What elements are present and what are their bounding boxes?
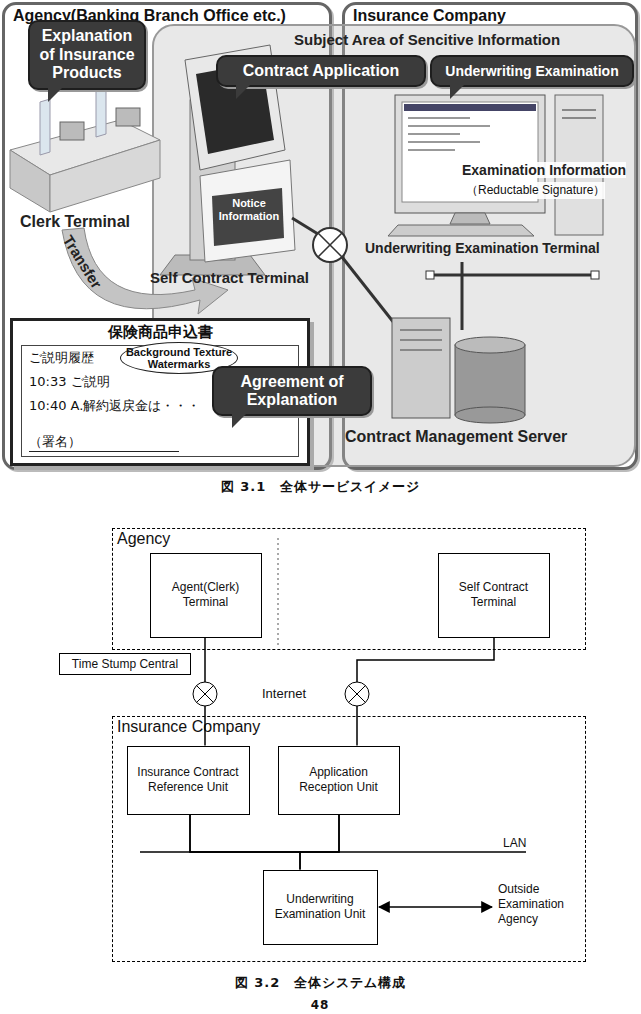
unit-box: Underwriting Examination Unit: [263, 870, 378, 945]
node-text: Agent(Clerk) Terminal: [155, 580, 257, 610]
node-text: Insurance Company: [353, 7, 506, 25]
external-link-arrow: [379, 906, 492, 908]
divider-line: [278, 538, 279, 645]
internet-symbol: [345, 682, 369, 706]
service-box: Time Stump Central: [59, 653, 191, 675]
node-text: Time Stump Central: [72, 657, 178, 672]
node-text: Underwriting Examination Unit: [268, 892, 373, 922]
network-label: Internet: [262, 686, 306, 701]
device-label: Clerk Terminal: [20, 213, 130, 231]
node-text: Self Contract Terminal: [443, 580, 545, 610]
data-label: （Reductable Signature）: [466, 182, 605, 199]
node-text: Agreement of Explanation: [218, 373, 366, 410]
node-text: （署名）: [29, 433, 179, 452]
callout-bubble: Agreement of Explanation: [212, 366, 372, 416]
node-text: Application Reception Unit: [283, 765, 395, 795]
external-label: Outside Examination Agency: [498, 882, 573, 927]
callout-bubble: Explanation of Insurance Products: [28, 20, 146, 90]
terminal-box: Self Contract Terminal: [438, 553, 550, 638]
node-text: Explanation of Insurance Products: [34, 27, 140, 82]
node-text: Contract Application: [243, 62, 400, 80]
callout-bubble: Underwriting Examination: [430, 55, 634, 87]
node-text: Underwriting Examination: [445, 63, 618, 79]
internet-symbol: [193, 682, 217, 706]
unit-box: Application Reception Unit: [278, 746, 400, 815]
node-text: 保険商品申込書: [13, 323, 307, 342]
page-number: 48: [300, 998, 340, 1012]
node-text: 10:33 ご説明: [29, 373, 110, 391]
connector-line: [190, 815, 300, 870]
internet-cross: [349, 686, 366, 703]
node-text: Insurance Company: [117, 718, 260, 736]
node-text: Subject Area of Sencitive Information: [294, 31, 560, 48]
group-box: AgencyAgent(Clerk) Terminal Self Contract…: [112, 528, 586, 650]
panel-label: Notice Information: [214, 197, 284, 223]
connector-line: [357, 638, 494, 746]
device-label: Contract Management Server: [345, 428, 567, 446]
connector-line: [300, 815, 339, 870]
callout-bubble: Contract Application: [216, 55, 426, 87]
node-text: Agency: [117, 530, 170, 548]
lan-bus: [140, 851, 526, 853]
device-label: Underwriting Examination Terminal: [365, 240, 600, 256]
data-label: Examination Information: [462, 162, 626, 178]
internet-cross: [197, 686, 214, 703]
internet-symbols: [193, 682, 369, 706]
figure-caption: 図 3.1 全体サービスイメージ: [0, 478, 641, 496]
connector-line: [190, 815, 339, 853]
unit-box: Insurance Contract Reference Unit: [127, 746, 250, 815]
terminal-box: Agent(Clerk) Terminal: [150, 553, 262, 638]
node-text: ご説明履歴: [29, 349, 94, 367]
figure-caption: 図 3.2 全体システム構成: [0, 974, 641, 992]
node-text: 10:40 A.解約返戻金は・・・: [29, 397, 200, 415]
node-text: Insurance Contract Reference Unit: [132, 765, 245, 795]
device-label: Self Contract Terminal: [150, 269, 309, 286]
network-label: LAN: [503, 836, 526, 850]
